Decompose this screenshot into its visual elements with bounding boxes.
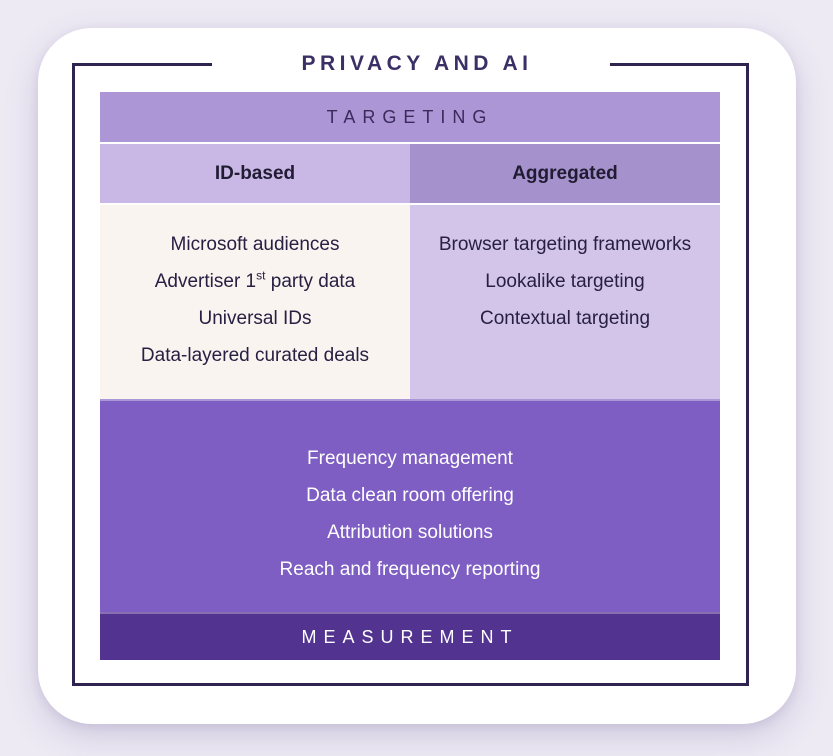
list-item: Data clean room offering: [306, 484, 514, 506]
list-item: Lookalike targeting: [485, 271, 645, 292]
page-title: PRIVACY AND AI: [301, 52, 533, 75]
measurement-band: MEASUREMENT: [100, 612, 720, 660]
aggregated-items: Browser targeting frameworks Lookalike t…: [410, 205, 720, 399]
border-frame: [72, 63, 749, 686]
column-bodies-row: Microsoft audiences Advertiser 1st party…: [100, 203, 720, 399]
privacy-ai-card: PRIVACY AND AI TARGETING ID-based Aggreg…: [38, 28, 796, 724]
measurement-items: Frequency management Data clean room off…: [100, 399, 720, 612]
list-item-text: Advertiser 1: [154, 271, 257, 292]
diagram-body: TARGETING ID-based Aggregated Microsoft …: [100, 92, 720, 660]
targeting-band: TARGETING: [100, 92, 720, 142]
aggregated-header: Aggregated: [410, 144, 720, 203]
list-item: Reach and frequency reporting: [279, 558, 541, 580]
list-item: Microsoft audiences: [170, 234, 340, 255]
list-item: Universal IDs: [198, 308, 312, 329]
list-item: Contextual targeting: [479, 308, 651, 329]
column-headers-row: ID-based Aggregated: [100, 142, 720, 203]
list-item: Data-layered curated deals: [140, 345, 370, 366]
superscript-ordinal: st: [256, 268, 266, 283]
frame-top-left-segment: [72, 63, 212, 66]
list-item: Frequency management: [307, 447, 513, 469]
list-item-text: party data: [265, 271, 356, 292]
list-item: Attribution solutions: [327, 521, 493, 543]
id-based-header: ID-based: [100, 144, 410, 203]
list-item: Browser targeting frameworks: [438, 234, 692, 255]
frame-top-right-segment: [610, 63, 749, 66]
id-based-items: Microsoft audiences Advertiser 1st party…: [100, 205, 410, 399]
list-item: Advertiser 1st party data: [100, 263, 410, 300]
